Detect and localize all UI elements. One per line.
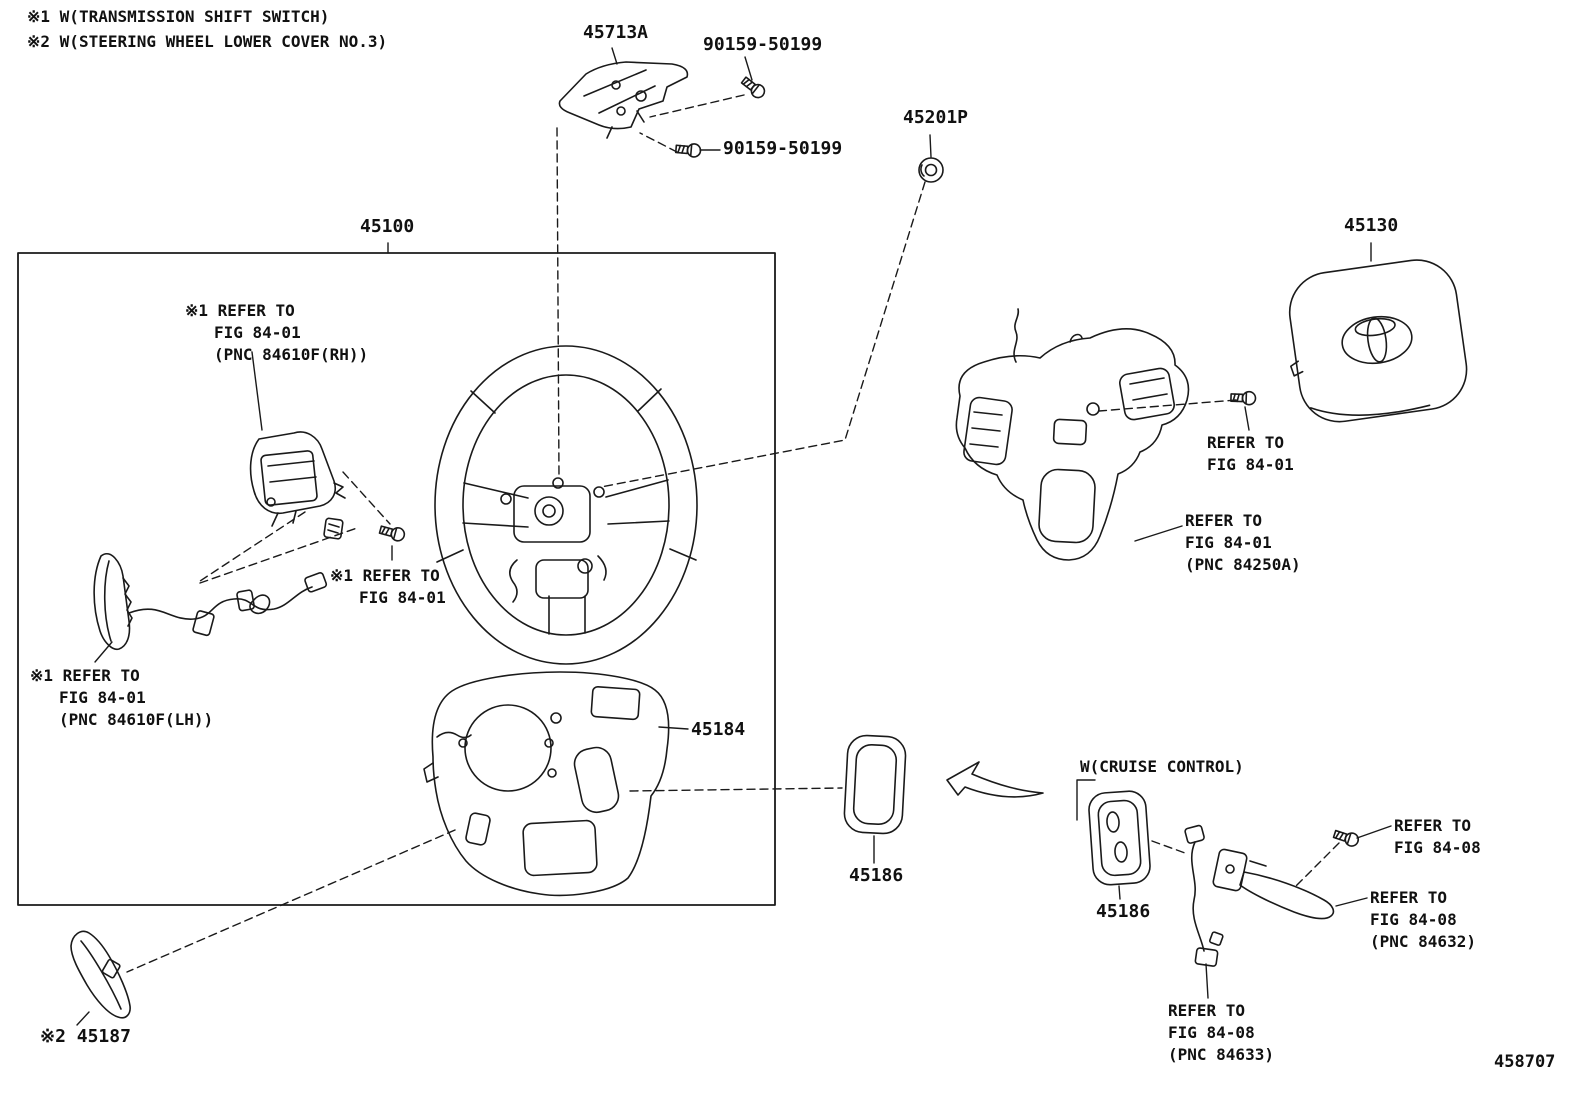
note-steering-lower-cover: ※2 W(STEERING WHEEL LOWER COVER NO.3)	[27, 32, 388, 51]
ref-line: FIG 84-01	[359, 588, 446, 607]
ref-line: FIG 84-08	[1370, 910, 1457, 929]
ref-line: REFER TO	[1207, 433, 1285, 452]
ref-line: REFER TO	[1370, 888, 1448, 907]
screw-90159-mid-drawing	[674, 141, 702, 159]
airbag-module-45130-drawing	[1288, 259, 1468, 423]
ref-note-switch-body: REFER TO FIG 84-01 (PNC 84250A)	[1185, 510, 1301, 576]
steering-wheel-drawing	[434, 345, 698, 665]
ref-line: (PNC 84632)	[1370, 932, 1476, 951]
ref-line: FIG 84-01	[1185, 533, 1272, 552]
cruise-lever-drawing	[1212, 848, 1335, 920]
part-label-45201P[interactable]: 45201P	[903, 107, 969, 128]
ref-note-center-screw: ※1 REFER TO FIG 84-01	[330, 565, 446, 609]
ref-line: REFER TO	[1185, 511, 1263, 530]
retainer-45186-left-drawing	[843, 734, 907, 835]
main-part-box	[17, 252, 776, 906]
ref-line: (PNC 84633)	[1168, 1045, 1274, 1064]
ref-line: (PNC 84250A)	[1185, 555, 1301, 574]
ref-line: (PNC 84610F(LH))	[59, 710, 214, 729]
paddle-switch-rh-drawing	[249, 431, 346, 527]
ref-line: FIG 84-08	[1168, 1023, 1255, 1042]
ref-line: FIG 84-01	[1207, 455, 1294, 474]
part-label-45184[interactable]: 45184	[691, 719, 746, 740]
bracket-45713A-drawing	[558, 61, 689, 139]
ref-line: FIG 84-01	[59, 688, 146, 707]
ref-line: ※1 REFER TO	[30, 666, 140, 685]
screw-switch-drawing	[1229, 390, 1257, 406]
part-label-45713A[interactable]: 45713A	[583, 22, 649, 43]
part-label-45100[interactable]: 45100	[360, 216, 415, 237]
leader-lines	[76, 47, 1392, 1026]
ref-line: ※1 REFER TO	[185, 301, 295, 320]
ref-note-cruise-lever: REFER TO FIG 84-08 (PNC 84632)	[1370, 887, 1476, 953]
retainer-45186-right-drawing	[1088, 790, 1151, 886]
screw-90159-top-drawing	[738, 74, 768, 102]
ref-line: FIG 84-08	[1394, 838, 1481, 857]
part-label-45130[interactable]: 45130	[1344, 215, 1399, 236]
lower-cover-45184-drawing	[423, 671, 670, 897]
part-label-45186-right[interactable]: 45186	[1096, 901, 1151, 922]
ref-line: FIG 84-01	[214, 323, 301, 342]
note-transmission-shift-switch: ※1 W(TRANSMISSION SHIFT SWITCH)	[27, 7, 330, 26]
cruise-wire-harness-drawing	[1184, 824, 1224, 967]
part-label-45186-left[interactable]: 45186	[849, 865, 904, 886]
ref-note-lh-paddle: ※1 REFER TO FIG 84-01 (PNC 84610F(LH))	[30, 665, 213, 731]
ref-line: REFER TO	[1394, 816, 1472, 835]
direction-arrow	[946, 761, 1044, 798]
switch-assembly-drawing	[955, 308, 1190, 561]
assembly-dashed-lines	[126, 94, 1340, 973]
ref-line: ※1 REFER TO	[330, 566, 440, 585]
diagram-number: 458707	[1494, 1052, 1556, 1072]
part-label-90159-50199-top[interactable]: 90159-50199	[703, 34, 823, 55]
nut-45201P-drawing	[918, 157, 944, 183]
cruise-control-group-note: W(CRUISE CONTROL)	[1080, 757, 1244, 776]
screw-center-drawing	[377, 522, 407, 544]
paddle-switch-lh-harness-drawing	[93, 517, 344, 651]
ref-note-switch-screw: REFER TO FIG 84-01	[1207, 432, 1294, 476]
part-label-90159-50199-mid[interactable]: 90159-50199	[723, 138, 843, 159]
ref-line: (PNC 84610F(RH))	[214, 345, 369, 364]
lower-cover-45187-drawing	[70, 930, 131, 1019]
ref-note-rh-paddle: ※1 REFER TO FIG 84-01 (PNC 84610F(RH))	[185, 300, 368, 366]
ref-note-cruise-wire: REFER TO FIG 84-08 (PNC 84633)	[1168, 1000, 1274, 1066]
ref-note-cruise-screw: REFER TO FIG 84-08	[1394, 815, 1481, 859]
part-label-45187[interactable]: ※2 45187	[40, 1026, 131, 1047]
ref-line: REFER TO	[1168, 1001, 1246, 1020]
